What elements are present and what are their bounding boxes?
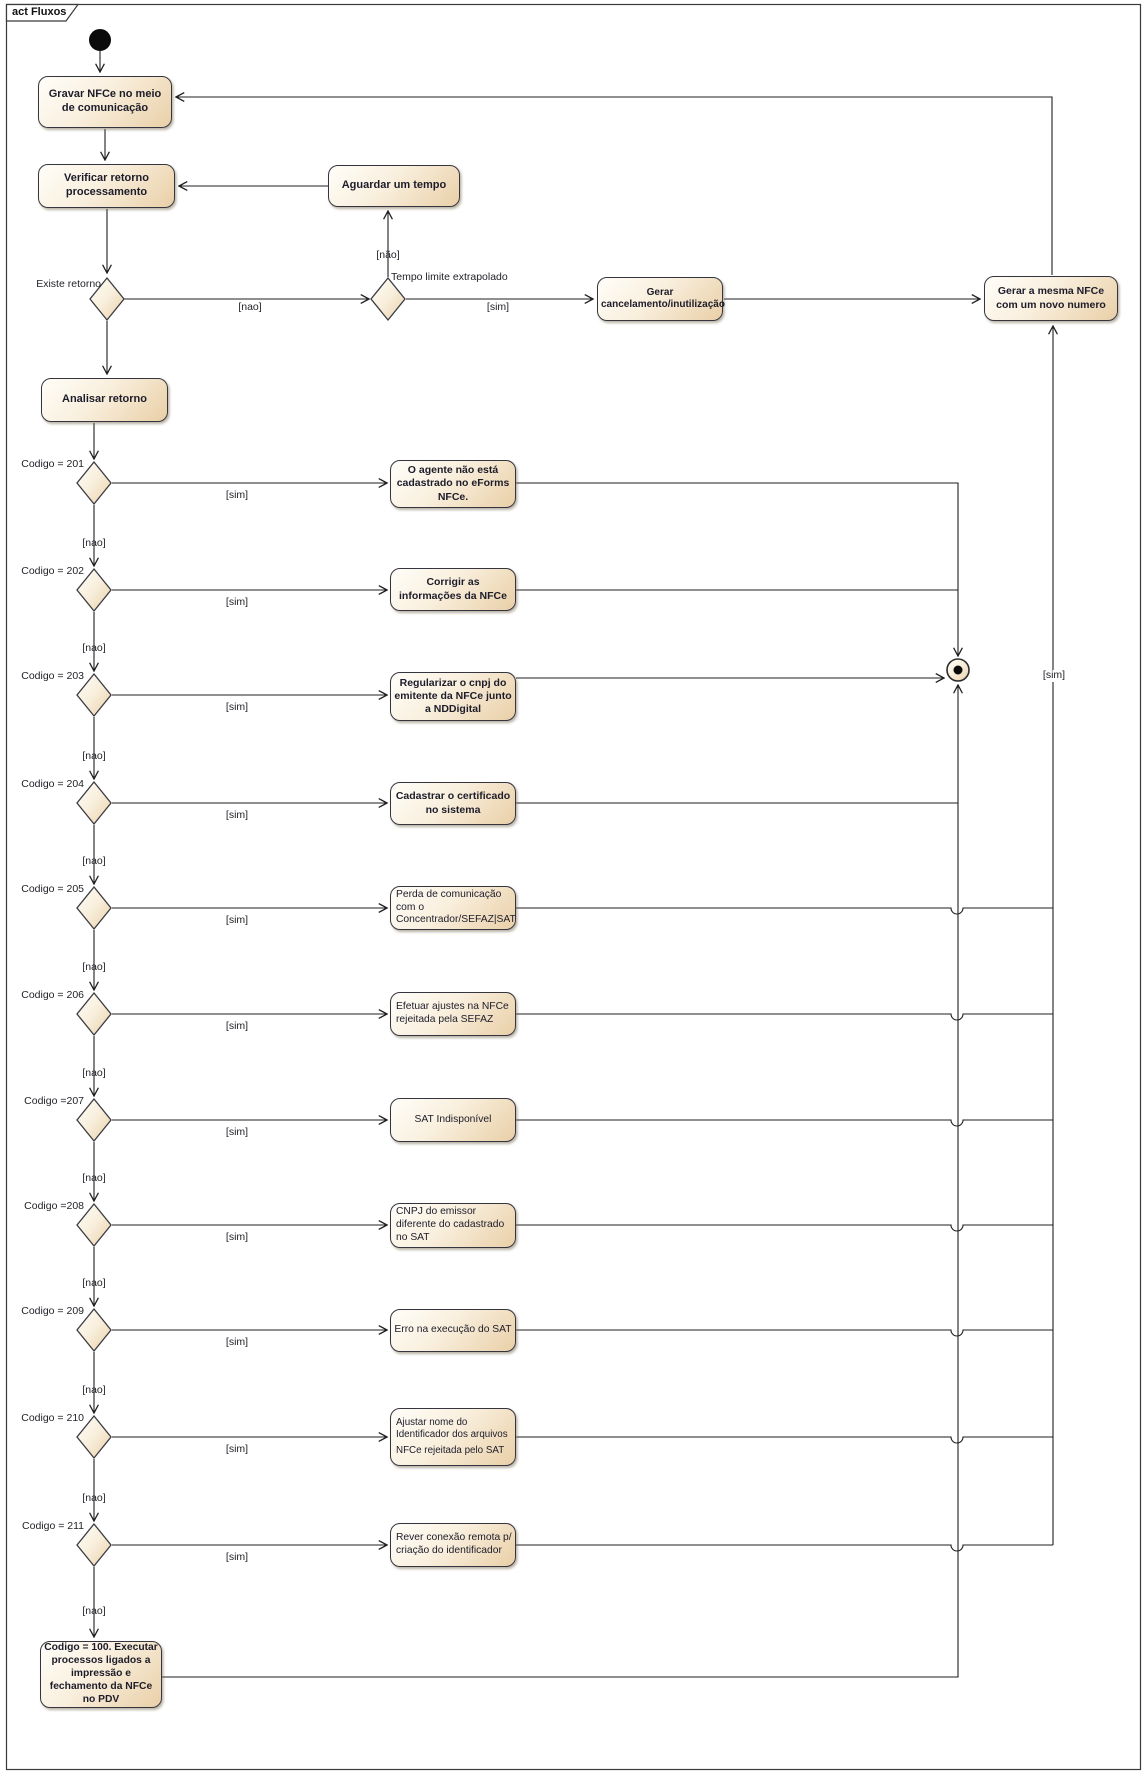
activity-analisar-retorno[interactable]: Analisar retorno [41,378,168,422]
label-nao-209: [nao] [82,1384,106,1396]
activity-codigo-100[interactable]: Codigo = 100. Executar processos ligados… [40,1641,162,1708]
decision-codigo-205[interactable] [76,885,112,931]
label-sim-204: [sim] [225,809,249,821]
diagram-frame [5,3,1142,1771]
label-codigo-203: Codigo = 203 [21,670,84,682]
decision-codigo-208[interactable] [76,1202,112,1248]
label-codigo-211: Codigo = 211 [22,1520,84,1532]
action-box-211[interactable]: Rever conexão remota p/ criação do ident… [390,1523,516,1567]
initial-node[interactable] [89,29,111,51]
label-sim-203: [sim] [225,701,249,713]
label-nao-207: [nao] [82,1172,106,1184]
label-codigo-209: Codigo = 209 [21,1305,84,1317]
label-sim-207: [sim] [225,1126,249,1138]
action-text: Efetuar ajustes na NFCe rejeitada pela S… [396,1001,509,1025]
activity-gerar-mesma-nfce[interactable]: Gerar a mesma NFCe com um novo numero [984,276,1118,321]
action-box-201[interactable]: O agente não está cadastrado no eForms N… [390,460,516,508]
action-text: O agente não está cadastrado no eForms N… [396,464,510,503]
decision-codigo-201[interactable] [76,460,112,506]
edge-out-208[interactable] [516,1224,1053,1232]
label-sim-tempo: [sim] [486,301,510,313]
edge-gerarmesma-to-gravar[interactable] [176,97,1053,275]
activity-aguardar-tempo[interactable]: Aguardar um tempo [328,165,460,207]
diagram-title: act Fluxos [12,6,67,18]
label-nao-208: [nao] [82,1277,106,1289]
activity-verificar-retorno[interactable]: Verificar retorno processamento [38,164,175,208]
label-codigo-207: Codigo =207 [24,1095,84,1107]
action-box-203[interactable]: Regularizar o cnpj do emitente da NFCe j… [390,672,516,721]
action-box-204[interactable]: Cadastrar o certificado no sistema [390,782,516,825]
decision-codigo-202[interactable] [76,567,112,613]
decision-codigo-210[interactable] [76,1414,112,1460]
edge-out-207[interactable] [516,1119,1053,1127]
label-sim-210: [sim] [225,1443,249,1455]
decision-codigo-204[interactable] [76,780,112,826]
edge-codigo100-to-final[interactable] [162,685,958,1678]
label-nao-210: [nao] [82,1492,106,1504]
action-box-208[interactable]: CNPJ do emissor diferente do cadastrado … [390,1203,516,1248]
action-box-206[interactable]: Efetuar ajustes na NFCe rejeitada pela S… [390,992,516,1036]
action-text: Perda de comunicação com o Concentrador/… [396,888,516,926]
label-codigo-210: Codigo = 210 [21,1412,84,1424]
label-existe-retorno: Existe retorno [36,278,101,290]
edge-out-209[interactable] [516,1329,1053,1337]
label-sim-211: [sim] [225,1551,249,1563]
label-nao-204: [nao] [82,855,106,867]
label-codigo-202: Codigo = 202 [21,565,84,577]
label-nao-201: [nao] [82,537,106,549]
decision-codigo-207[interactable] [76,1097,112,1143]
label-sim-206: [sim] [225,1020,249,1032]
static-edges [94,51,1053,1678]
edge-out-211[interactable] [516,1544,1053,1552]
action-text: Ajustar nome do Identificador dos arquiv… [396,1416,508,1440]
label-nao-tempo: [não] [376,249,400,261]
decision-codigo-209[interactable] [76,1307,112,1353]
action-text: CNPJ do emissor diferente do cadastrado … [396,1206,505,1243]
label-sim-205: [sim] [225,914,249,926]
decision-codigo-206[interactable] [76,991,112,1037]
label-codigo-205: Codigo = 205 [21,883,84,895]
label-nao-202: [nao] [82,642,106,654]
label-codigo-206: Codigo = 206 [21,989,84,1001]
activity-gerar-cancelamento[interactable]: Gerar cancelamento/inutilização [597,277,725,321]
action-text: Corrigir as informações da NFCe [399,576,507,602]
label-nao-205: [nao] [82,961,106,973]
action-text: SAT Indisponível [414,1113,492,1125]
decision-codigo-211[interactable] [76,1522,112,1568]
label-sim-208: [sim] [225,1231,249,1243]
label-nao-existe: [nao] [238,301,262,313]
action-text: Rever conexão remota p/ criação do ident… [396,1532,512,1556]
label-codigo-201: Codigo = 201 [21,458,84,470]
decision-tempo-limite[interactable] [370,276,406,322]
final-node[interactable] [946,658,970,682]
label-nao-203: [nao] [82,750,106,762]
decision-existe-retorno[interactable] [89,276,125,322]
action-box-205[interactable]: Perda de comunicação com o Concentrador/… [390,886,516,930]
action-text: Erro na execução do SAT [394,1324,512,1336]
edge-out-206[interactable] [516,1013,1053,1021]
action-text: Cadastrar o certificado no sistema [395,790,511,816]
action-box-209[interactable]: Erro na execução do SAT [390,1309,516,1352]
action-text-2: NFCe rejeitada pelo SAT [396,1445,505,1457]
label-sim-right: [sim] [1036,669,1072,682]
activity-gravar-nfce[interactable]: Gravar NFCe no meio de comunicação [38,76,172,128]
edge-out-201[interactable] [516,482,958,656]
label-sim-209: [sim] [225,1336,249,1348]
action-box-202[interactable]: Corrigir as informações da NFCe [390,568,516,611]
action-text: Regularizar o cnpj do emitente da NFCe j… [394,676,512,716]
label-sim-201: [sim] [225,489,249,501]
label-nao-211: [nao] [82,1605,106,1617]
label-nao-206: [nao] [82,1067,106,1079]
diagram-tab [5,3,80,22]
edge-out-205[interactable] [516,907,1053,915]
action-box-207[interactable]: SAT Indisponível [390,1098,516,1142]
action-box-210[interactable]: Ajustar nome do Identificador dos arquiv… [390,1408,516,1466]
edge-out-210[interactable] [516,1436,1053,1444]
label-tempo-limite: Tempo limite extrapolado [391,271,508,283]
label-codigo-208: Codigo =208 [24,1200,84,1212]
decision-codigo-203[interactable] [76,672,112,718]
label-codigo-204: Codigo = 204 [21,778,84,790]
label-sim-202: [sim] [225,596,249,608]
